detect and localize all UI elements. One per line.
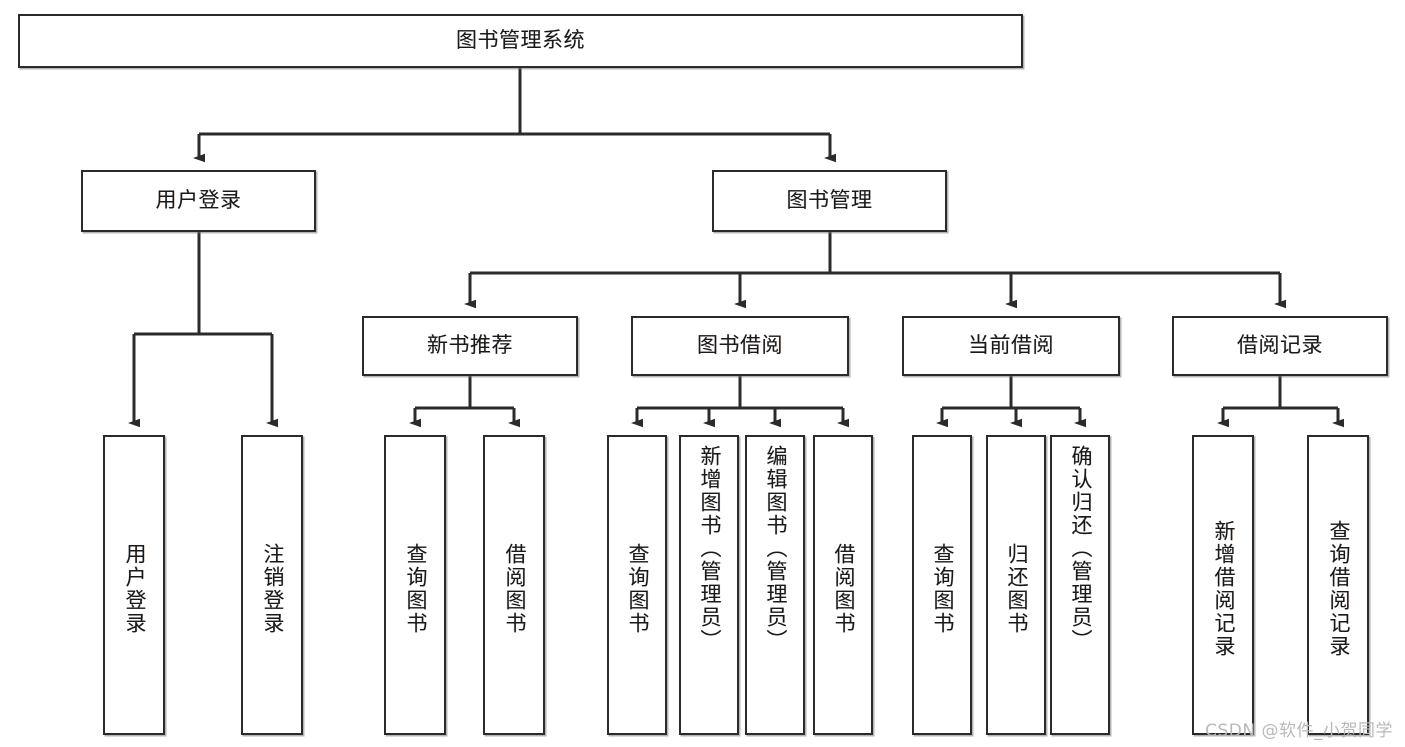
node-leaf-add-book-label: 新增图书（管理员）: [697, 445, 722, 652]
node-leaf-borrow-book-1[interactable]: 借阅图书: [483, 435, 545, 735]
watermark-text: CSDN @软件_小贺同学: [1205, 721, 1393, 741]
node-leaf-query-record-label: 查询借阅记录: [1326, 520, 1351, 658]
node-leaf-logout[interactable]: 注销登录: [241, 435, 303, 735]
node-book-borrow[interactable]: 图书借阅: [631, 316, 849, 376]
node-leaf-confirm-return[interactable]: 确认归还（管理员）: [1050, 435, 1110, 735]
node-current-borrow-label: 当前借阅: [968, 333, 1054, 358]
node-leaf-edit-book[interactable]: 编辑图书（管理员）: [745, 435, 805, 735]
node-new-book-recommend-label: 新书推荐: [427, 333, 513, 358]
node-leaf-logout-label: 注销登录: [260, 543, 285, 635]
node-leaf-query-record[interactable]: 查询借阅记录: [1307, 435, 1369, 735]
node-leaf-query-book-3-label: 查询图书: [930, 543, 955, 635]
node-root-label: 图书管理系统: [456, 28, 585, 53]
node-user-login-label: 用户登录: [155, 188, 242, 213]
node-leaf-user-login[interactable]: 用户登录: [103, 435, 165, 735]
node-leaf-return-book[interactable]: 归还图书: [986, 435, 1046, 735]
node-leaf-add-record[interactable]: 新增借阅记录: [1192, 435, 1254, 735]
node-user-login[interactable]: 用户登录: [81, 170, 316, 232]
node-leaf-query-book-3[interactable]: 查询图书: [912, 435, 972, 735]
node-book-borrow-label: 图书借阅: [697, 333, 783, 358]
node-leaf-borrow-book-2[interactable]: 借阅图书: [813, 435, 873, 735]
node-borrow-record[interactable]: 借阅记录: [1172, 316, 1388, 376]
node-leaf-add-book[interactable]: 新增图书（管理员）: [679, 435, 739, 735]
node-new-book-recommend[interactable]: 新书推荐: [362, 316, 578, 376]
node-leaf-add-record-label: 新增借阅记录: [1211, 520, 1236, 658]
node-current-borrow[interactable]: 当前借阅: [902, 316, 1120, 376]
node-leaf-query-book-2[interactable]: 查询图书: [607, 435, 667, 735]
node-book-management-label: 图书管理: [786, 188, 873, 213]
node-root[interactable]: 图书管理系统: [18, 14, 1023, 68]
node-borrow-record-label: 借阅记录: [1237, 333, 1323, 358]
node-leaf-borrow-book-2-label: 借阅图书: [831, 543, 856, 635]
node-leaf-return-book-label: 归还图书: [1004, 543, 1029, 635]
node-leaf-query-book-1-label: 查询图书: [403, 543, 428, 635]
node-leaf-query-book-1[interactable]: 查询图书: [384, 435, 446, 735]
node-leaf-query-book-2-label: 查询图书: [625, 543, 650, 635]
node-leaf-edit-book-label: 编辑图书（管理员）: [763, 445, 788, 652]
node-leaf-confirm-return-label: 确认归还（管理员）: [1068, 445, 1093, 652]
node-book-management[interactable]: 图书管理: [712, 170, 947, 232]
node-leaf-user-login-label: 用户登录: [122, 543, 147, 635]
node-leaf-borrow-book-1-label: 借阅图书: [502, 543, 527, 635]
